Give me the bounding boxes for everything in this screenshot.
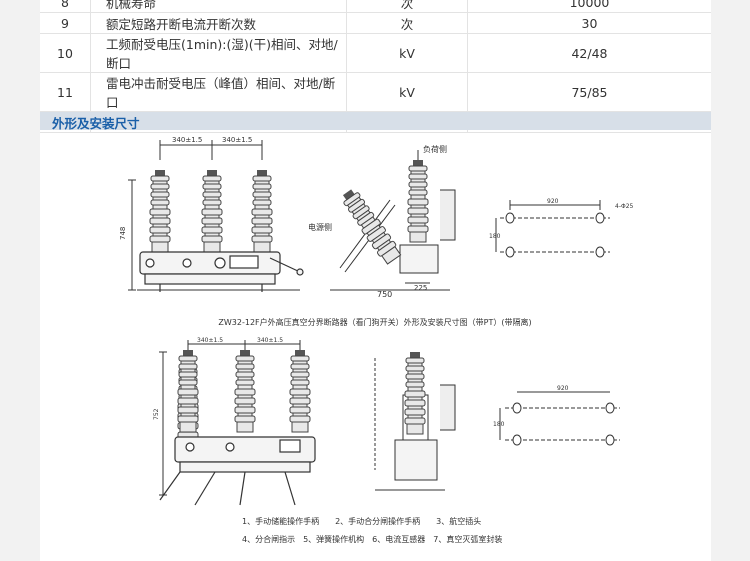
side-view-1	[330, 150, 456, 291]
dim-label-1b: 340±1.5	[222, 136, 252, 144]
legend-line-1: 1、手动储能操作手柄 2、手动合分闸操作手柄 3、航空插头	[242, 516, 481, 526]
left-margin	[0, 0, 40, 561]
insulator-1c	[251, 169, 273, 253]
disconnector-1	[338, 185, 403, 266]
legend-line-2: 4、分合闸指示 5、弹簧操作机构 6、电流互感器 7、真空灭弧室封装	[242, 534, 502, 544]
height-dim-1: 748	[119, 227, 127, 240]
spec-cell-value: 75/85	[467, 72, 711, 112]
section-header: 外形及安装尺寸	[40, 112, 711, 131]
insulator-1b	[201, 169, 223, 253]
source-side-label: 电源侧	[308, 222, 332, 232]
load-side-label: 负荷侧	[423, 144, 447, 154]
sub-dim-1: 225	[414, 284, 427, 292]
mounting-plan-1	[495, 200, 610, 253]
spec-cell-item: 额定短路开断电流开断次数	[90, 12, 347, 34]
mechanism-box-2	[159, 436, 316, 506]
dim-label-2a: 340±1.5	[197, 337, 223, 344]
mount-hole-1: 4-Φ25	[615, 203, 634, 210]
spec-cell-no: 9	[40, 12, 91, 34]
height-dim-2: 752	[153, 408, 160, 420]
mount-width-1: 920	[547, 198, 559, 205]
spec-cell-no: 11	[40, 72, 91, 112]
insulator-1a	[149, 169, 171, 253]
drawing-caption: ZW32-12F户外高压真空分界断路器（看门狗开关）外形及安装尺寸图（带PT）(…	[218, 317, 531, 327]
spec-cell-value: 30	[467, 12, 711, 34]
spec-cell-item: 雷电冲击耐受电压（峰值）相间、对地/断口	[90, 72, 347, 112]
spec-cell-value: 42/48	[467, 33, 711, 73]
right-margin	[711, 0, 750, 561]
spec-cell-item: 工频耐受电压(1min):(湿)(干)相间、对地/断口	[90, 33, 347, 73]
spec-cell-value: 10000	[467, 0, 711, 13]
mount-depth-1: 180	[489, 233, 501, 240]
section-title: 外形及安装尺寸	[52, 116, 140, 131]
insulator-side-1	[407, 159, 429, 243]
spec-cell-no: 10	[40, 33, 91, 73]
spec-cell-unit: kV	[346, 33, 468, 73]
dim-label-2b: 340±1.5	[257, 337, 283, 344]
mount-depth-2: 180	[493, 421, 505, 428]
spec-cell-unit: 次	[346, 12, 468, 34]
spec-cell-no: 8	[40, 0, 91, 13]
width-dim-1: 750	[377, 290, 392, 299]
spec-cell-item: 机械寿命	[90, 0, 347, 13]
mount-width-2: 920	[557, 385, 569, 392]
mounting-plan-2	[499, 391, 620, 441]
dim-label-1a: 340±1.5	[172, 136, 202, 144]
mechanism-box-1	[139, 251, 304, 292]
front-view-1	[128, 140, 300, 291]
spec-cell-unit: kV	[346, 72, 468, 112]
spec-cell-unit: 次	[346, 0, 468, 13]
